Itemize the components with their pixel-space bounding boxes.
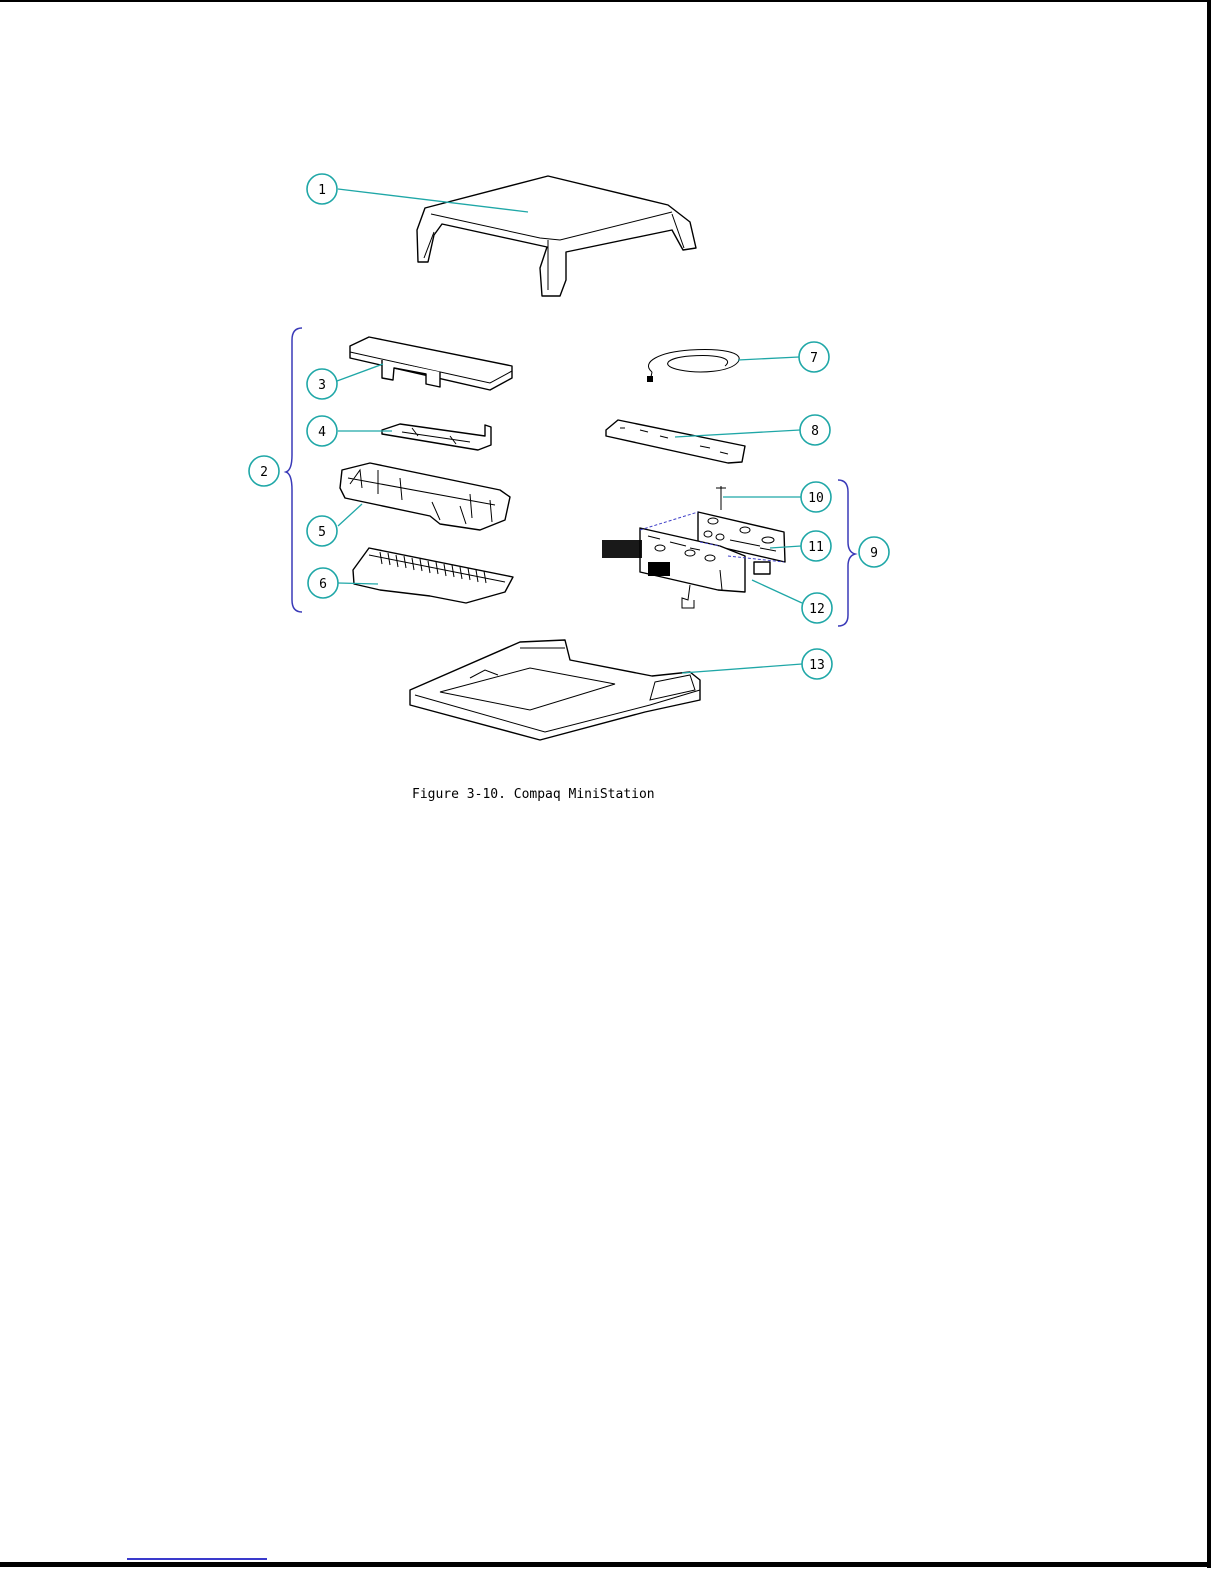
callout-10: 10: [801, 482, 831, 512]
svg-text:11: 11: [808, 540, 824, 555]
callout-11: 11: [801, 531, 831, 561]
callout-12: 12: [802, 593, 832, 623]
svg-text:9: 9: [870, 546, 878, 561]
part-4-bracket: [382, 424, 491, 450]
figure-caption: Figure 3-10. Compaq MiniStation: [412, 787, 655, 802]
svg-text:8: 8: [811, 424, 819, 439]
part-10-screw: [716, 486, 726, 510]
callout-8: 8: [800, 415, 830, 445]
callout-6: 6: [308, 568, 338, 598]
svg-text:3: 3: [318, 378, 326, 393]
svg-text:12: 12: [809, 602, 825, 617]
svg-text:13: 13: [809, 658, 825, 673]
part-1-top-cover: [417, 176, 696, 296]
part-3-panel: [350, 337, 512, 390]
brace-group-9: [838, 480, 855, 626]
callout-5: 5: [307, 516, 337, 546]
brace-group-2: [286, 328, 302, 612]
part-5-base-chassis: [340, 463, 510, 530]
callout-7: 7: [799, 342, 829, 372]
part-8-circuit-board: [606, 420, 745, 463]
svg-text:5: 5: [318, 525, 326, 540]
callout-13: 13: [802, 649, 832, 679]
part-7-power-cord: [647, 350, 739, 383]
svg-text:6: 6: [319, 577, 327, 592]
svg-text:7: 7: [810, 351, 818, 366]
svg-text:1: 1: [318, 183, 326, 198]
part-13-base-unit: [410, 640, 700, 740]
svg-text:4: 4: [318, 425, 326, 440]
callout-1: 1: [307, 174, 337, 204]
svg-text:2: 2: [260, 465, 268, 480]
callout-9: 9: [859, 537, 889, 567]
callout-2: 2: [249, 456, 279, 486]
svg-text:10: 10: [808, 491, 824, 506]
part-6-bottom-tray: [353, 548, 513, 603]
callout-4: 4: [307, 416, 337, 446]
callout-3: 3: [307, 369, 337, 399]
